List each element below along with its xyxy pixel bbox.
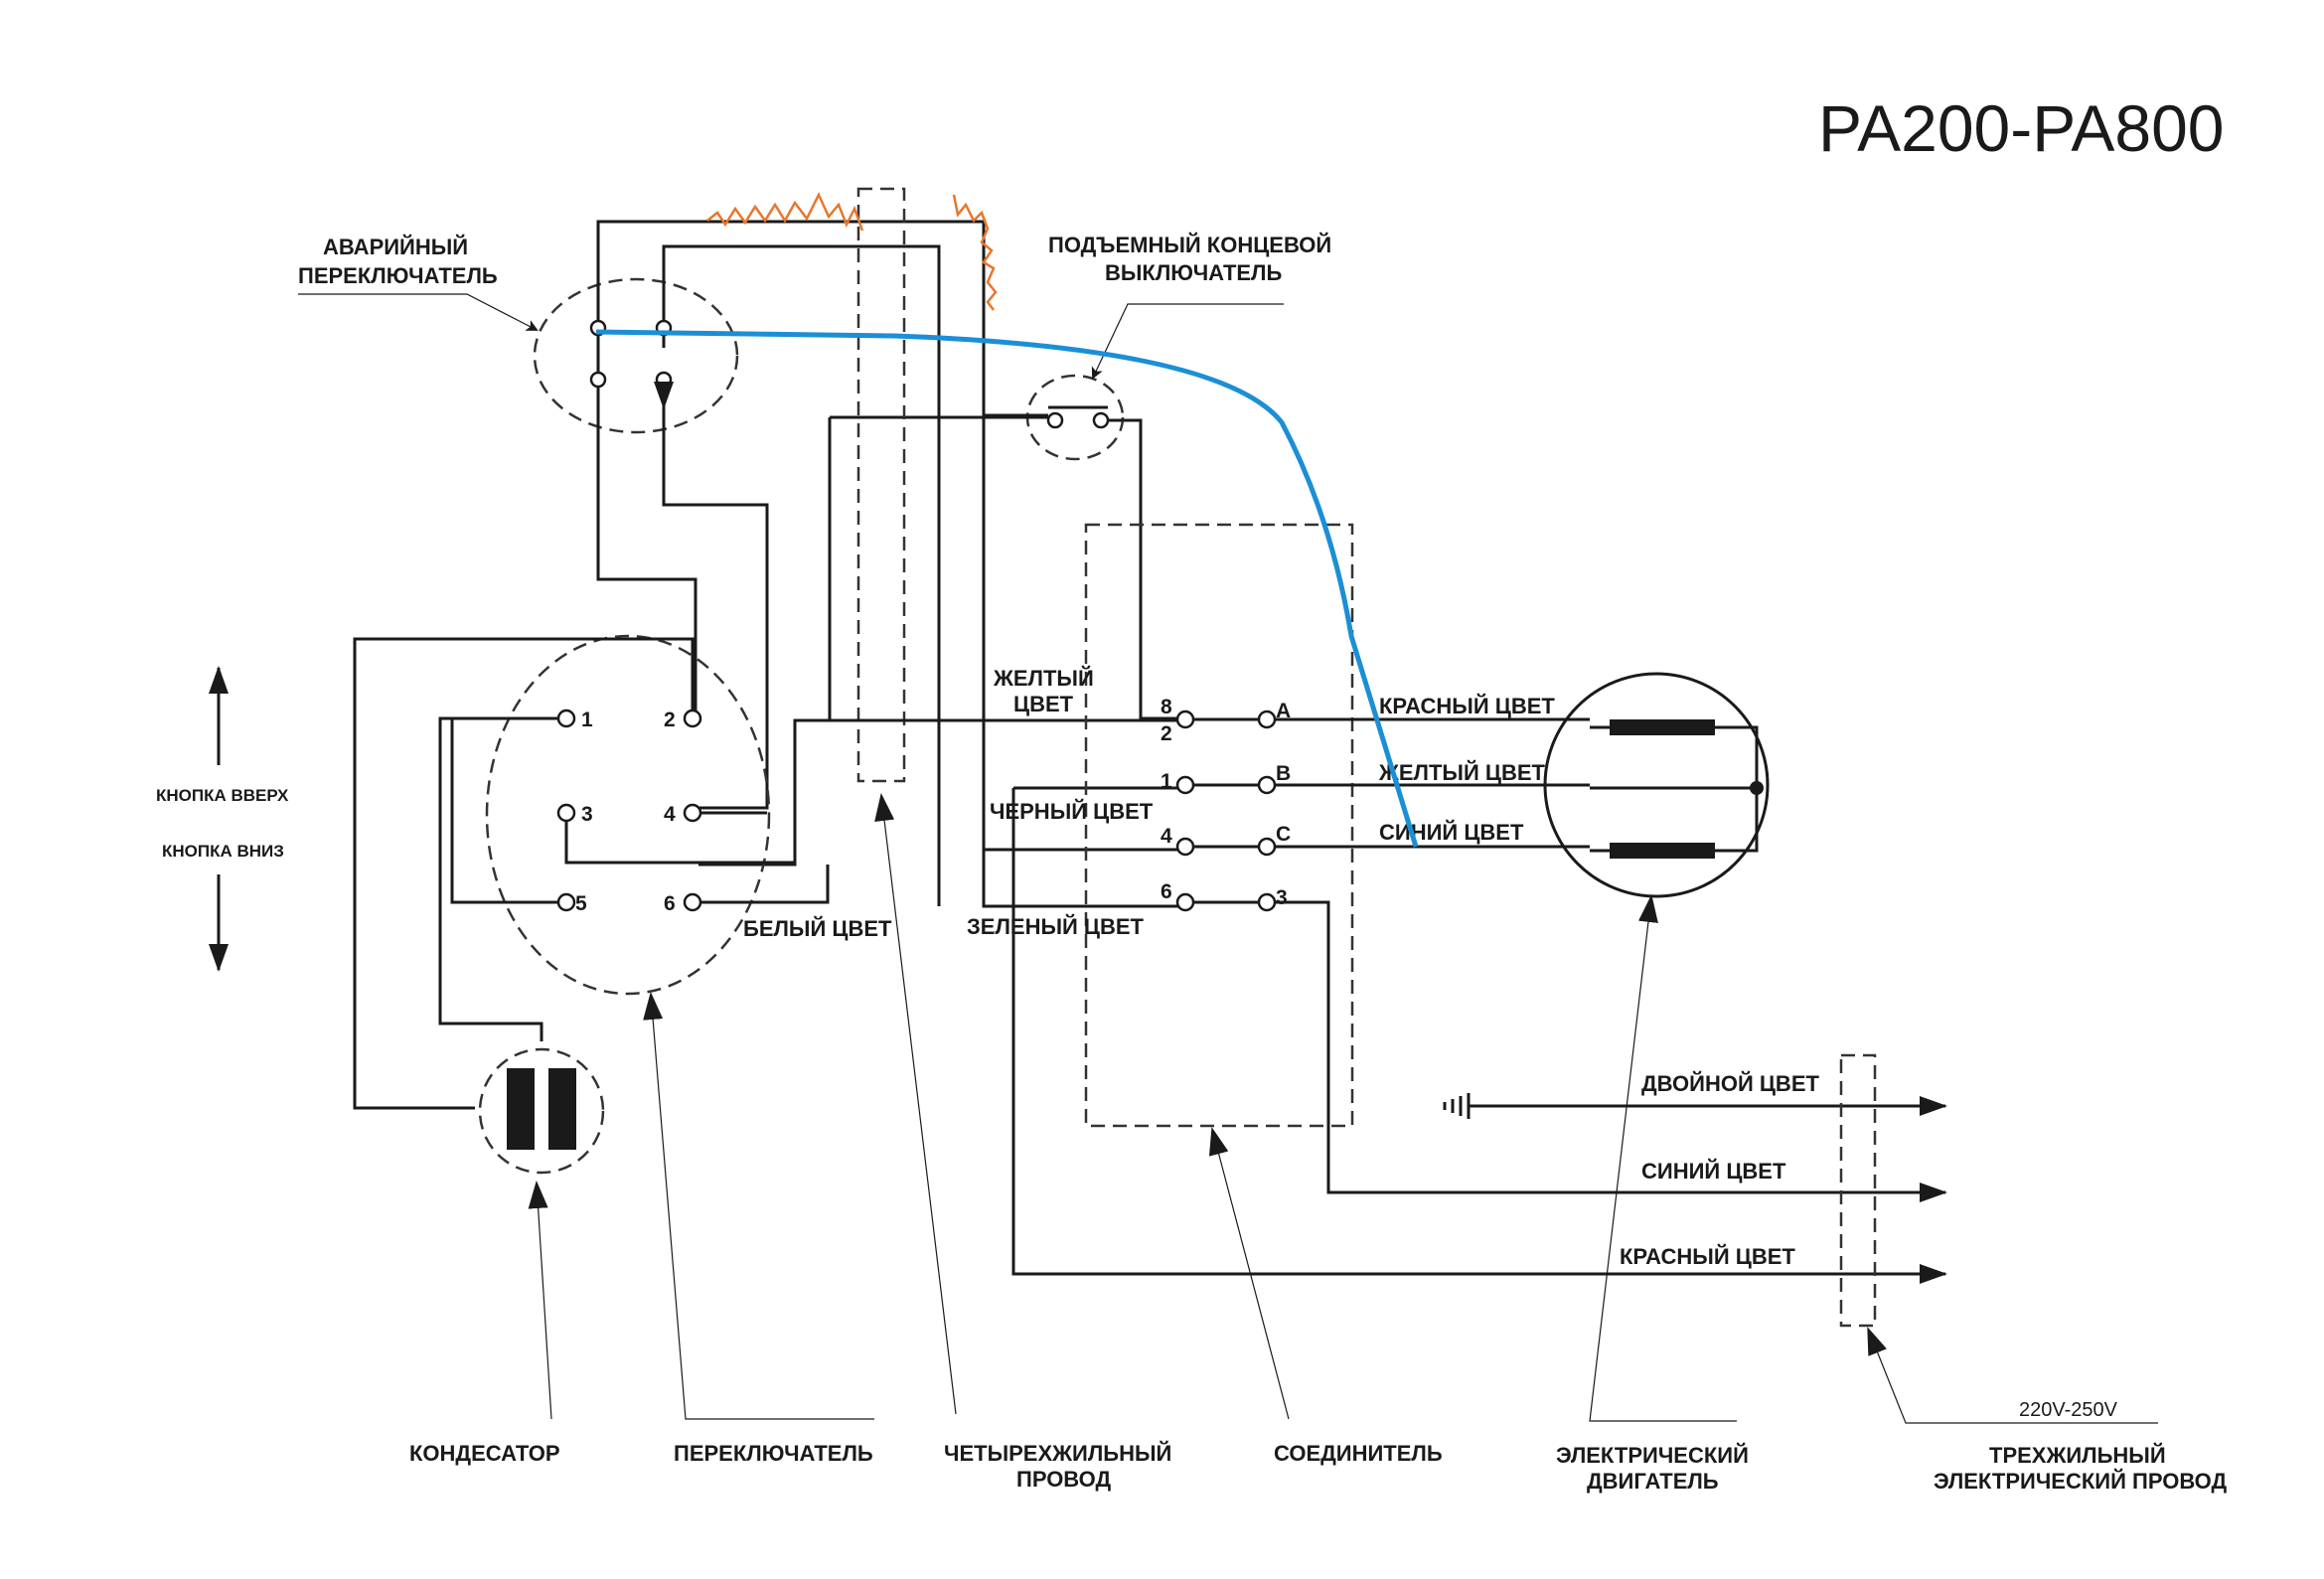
electric-motor	[1543, 672, 1770, 898]
orange-markup-scribble-1	[706, 192, 864, 232]
connector-leader	[1208, 1127, 1290, 1420]
connector-box	[1084, 523, 1354, 1128]
blue-markup-line	[595, 329, 1419, 848]
motor-red-label: КРАСНЫЙ ЦВЕТ	[1379, 694, 1555, 718]
emergency-switch	[533, 277, 739, 434]
yellow-wire-label-2: ЦВЕТ	[1013, 692, 1074, 716]
connector-label: СОЕДИНИТЕЛЬ	[1274, 1441, 1443, 1466]
four-core-wire-label-2: ПРОВОД	[1016, 1467, 1111, 1492]
limit-switch	[1025, 374, 1125, 461]
connector-terminal-B: B	[1276, 762, 1291, 785]
limit-switch-label-1: ПОДЪЕМНЫЙ КОНЦЕВОЙ	[1048, 233, 1331, 257]
black-wire-label: ЧЕРНЫЙ ЦВЕТ	[990, 799, 1154, 824]
top-wires	[596, 220, 1182, 867]
motor-blue-label: СИНИЙ ЦВЕТ	[1379, 820, 1524, 845]
limit-switch-label-2: ВЫКЛЮЧАТЕЛЬ	[1105, 260, 1282, 285]
diagram-title: PA200-PA800	[1818, 91, 2225, 165]
four-core-wire-bundle	[856, 187, 906, 783]
connector-terminal-2: 2	[1161, 722, 1172, 745]
switch-wires	[353, 637, 830, 1110]
supply-blue-label: СИНИЙ ЦВЕТ	[1641, 1159, 1786, 1184]
green-wire-label: ЗЕЛЕНЫЙ ЦВЕТ	[967, 914, 1145, 939]
switch-label: ПЕРЕКЛЮЧАТЕЛЬ	[674, 1441, 873, 1466]
button-down-label: КНОПКА ВНИЗ	[162, 842, 284, 861]
emergency-switch-label-1: АВАРИЙНЫЙ	[323, 235, 468, 259]
power-cord-box	[1839, 1053, 1877, 1328]
emergency-switch-label-2: ПЕРЕКЛЮЧАТЕЛЬ	[298, 263, 498, 288]
power-cord-label-1: ТРЕХЖИЛЬНЫЙ	[1989, 1443, 2166, 1468]
connector-terminal-6: 6	[1161, 880, 1172, 903]
switch-terminal-5: 5	[575, 892, 587, 915]
connector-terminals	[1175, 710, 1277, 912]
supply-dual-label: ДВОЙНОЙ ЦВЕТ	[1641, 1071, 1819, 1096]
supply-red-label: КРАСНЫЙ ЦВЕТ	[1620, 1244, 1795, 1269]
connector-terminal-A: A	[1276, 700, 1291, 722]
switch-terminal-3: 3	[581, 803, 593, 826]
motor-label-1: ЭЛЕКТРИЧЕСКИЙ	[1556, 1443, 1749, 1468]
switch-leader	[643, 992, 874, 1420]
motor-label-2: ДВИГАТЕЛЬ	[1587, 1469, 1719, 1494]
voltage-label: 220V-250V	[2019, 1399, 2118, 1421]
four-core-wire-label-1: ЧЕТЫРЕХЖИЛЬНЫЙ	[944, 1441, 1171, 1466]
four-core-wire-leader	[874, 793, 957, 1415]
switch-terminal-2: 2	[664, 709, 676, 731]
orange-markup-scribble-2	[952, 194, 998, 311]
ground-symbol	[1443, 1093, 1471, 1119]
white-wire-label: БЕЛЫЙ ЦВЕТ	[743, 916, 892, 941]
connector-terminal-3: 3	[1276, 886, 1288, 909]
connector-terminal-1: 1	[1161, 770, 1172, 793]
switch-terminal-6: 6	[664, 892, 676, 915]
power-cord-label-2: ЭЛЕКТРИЧЕСКИЙ ПРОВОД	[1934, 1469, 2227, 1494]
bundle-wires	[795, 415, 1898, 1276]
connector-terminal-C: C	[1276, 823, 1291, 846]
yellow-wire-label-1: ЖЕЛТЫЙ	[993, 666, 1094, 691]
limit-switch-leader	[1091, 303, 1284, 380]
connector-terminal-8: 8	[1161, 696, 1172, 718]
motor-leader	[1589, 894, 1737, 1422]
button-up-label: КНОПКА ВВЕРХ	[156, 786, 289, 805]
main-switch: 1 2 3 4 5 6	[485, 634, 771, 996]
capacitor	[478, 1047, 605, 1175]
capacitor-label: КОНДЕСАТОР	[409, 1441, 560, 1466]
connector-terminal-4: 4	[1161, 825, 1172, 848]
emergency-switch-leader	[298, 293, 539, 331]
power-cord-leader	[1867, 1327, 2158, 1424]
switch-terminal-4: 4	[664, 803, 676, 826]
switch-terminal-1: 1	[581, 709, 593, 731]
motor-yellow-label: ЖЕЛТЫЙ ЦВЕТ	[1378, 760, 1546, 785]
motor-wires	[1275, 717, 1898, 1194]
capacitor-leader	[528, 1181, 552, 1420]
